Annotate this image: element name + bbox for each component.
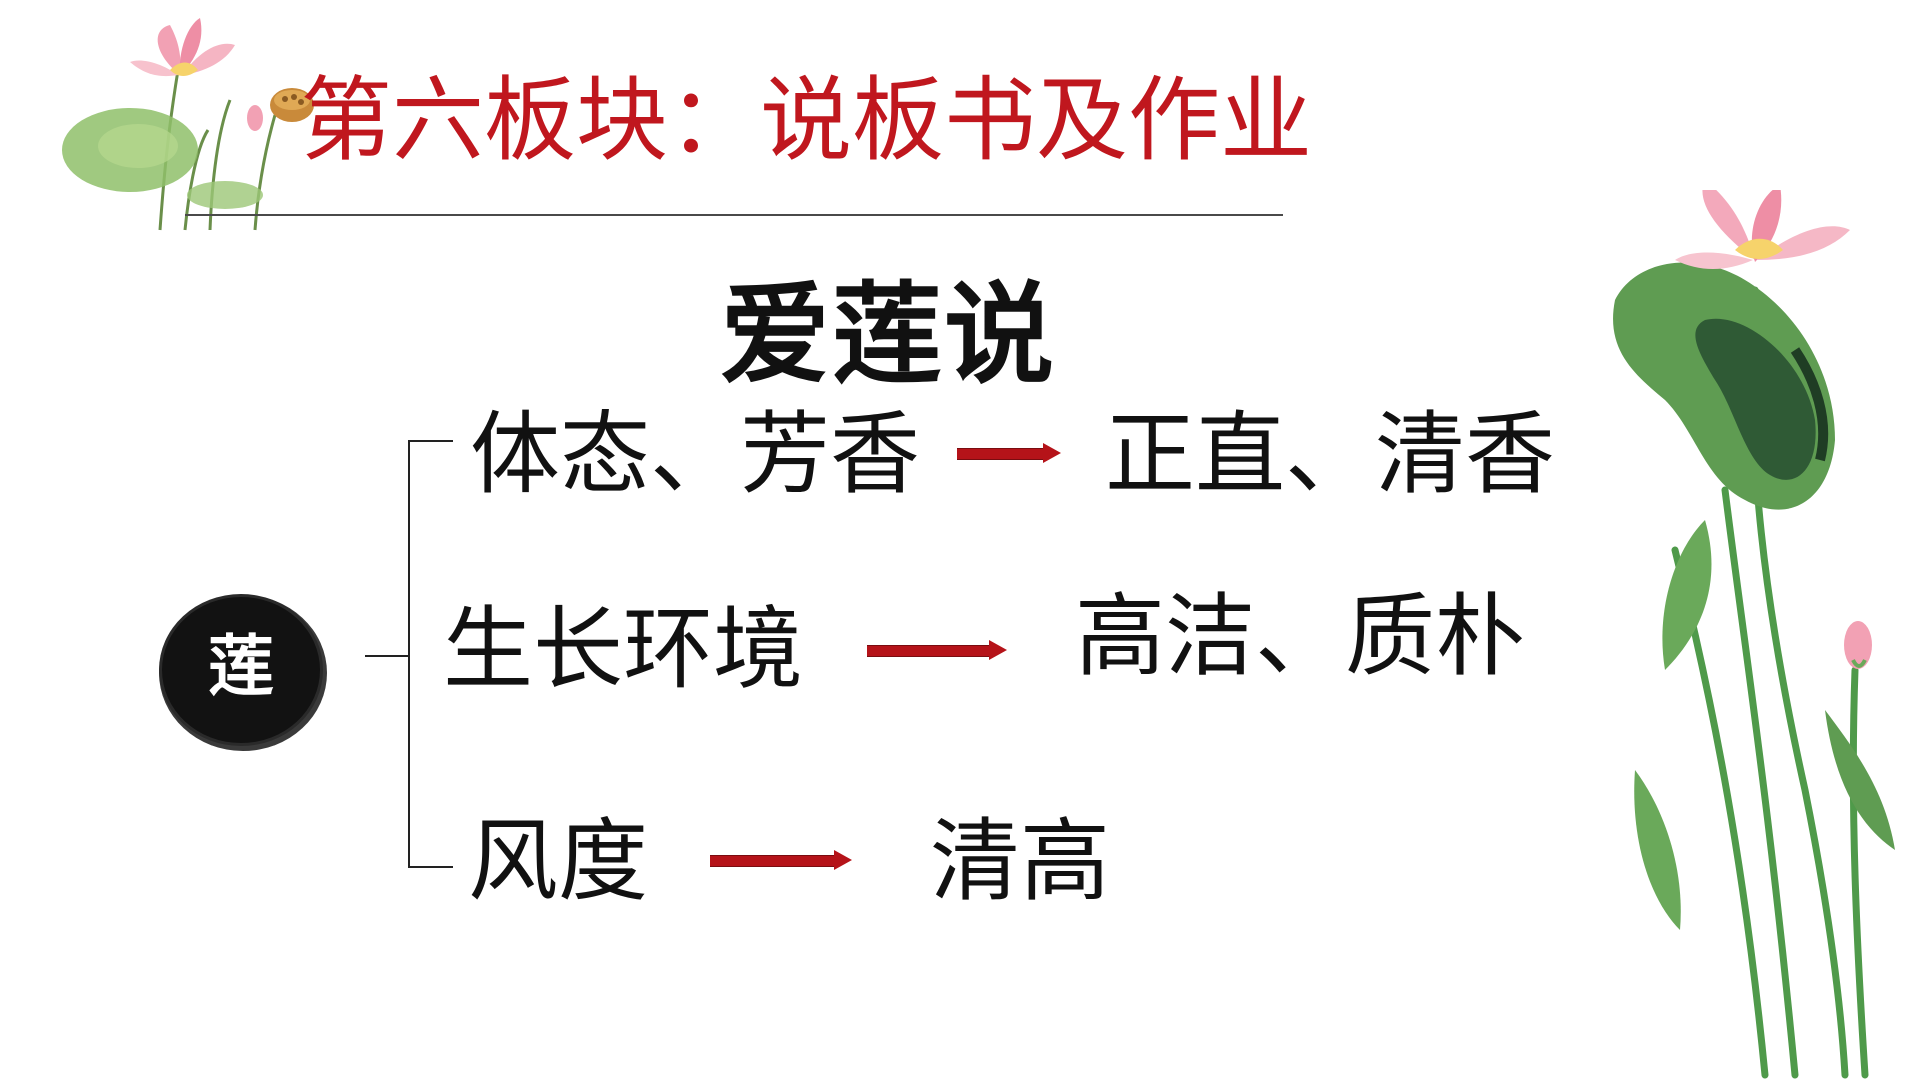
row-1-right: 正直、清香 xyxy=(1105,402,1555,507)
lotus-leaf-icon xyxy=(1613,262,1835,510)
lotus-bloom xyxy=(1675,190,1850,269)
lotus-flower-icon xyxy=(62,18,314,231)
slide-title: 第六板块：说板书及作业 xyxy=(300,67,1313,174)
lotus-plant-icon xyxy=(1613,190,1895,1079)
row-2-left: 生长环境 xyxy=(443,597,803,702)
bracket-branch-bottom xyxy=(408,866,453,868)
section-heading: 爱莲说 xyxy=(720,271,1056,399)
title-divider xyxy=(185,214,1283,216)
row-3-left: 风度 xyxy=(468,809,648,914)
arrow-right-icon xyxy=(957,443,1061,463)
bracket-vertical xyxy=(408,440,410,868)
root-node-circle xyxy=(162,597,320,743)
row-3-right: 清高 xyxy=(930,809,1110,914)
bracket-stem xyxy=(365,655,410,657)
bracket-branch-top xyxy=(408,440,453,442)
lotus-bud-icon xyxy=(247,105,263,131)
arrow-right-icon xyxy=(867,640,1007,660)
row-1-left: 体态、芳香 xyxy=(470,402,920,507)
row-2-right: 高洁、质朴 xyxy=(1075,584,1525,689)
root-node-label: 莲 xyxy=(208,628,274,705)
lotus-bloom xyxy=(130,18,235,77)
lotus-bud-icon xyxy=(1844,621,1872,669)
lotus-seedpod-icon xyxy=(270,88,314,122)
arrow-right-icon xyxy=(710,850,852,870)
